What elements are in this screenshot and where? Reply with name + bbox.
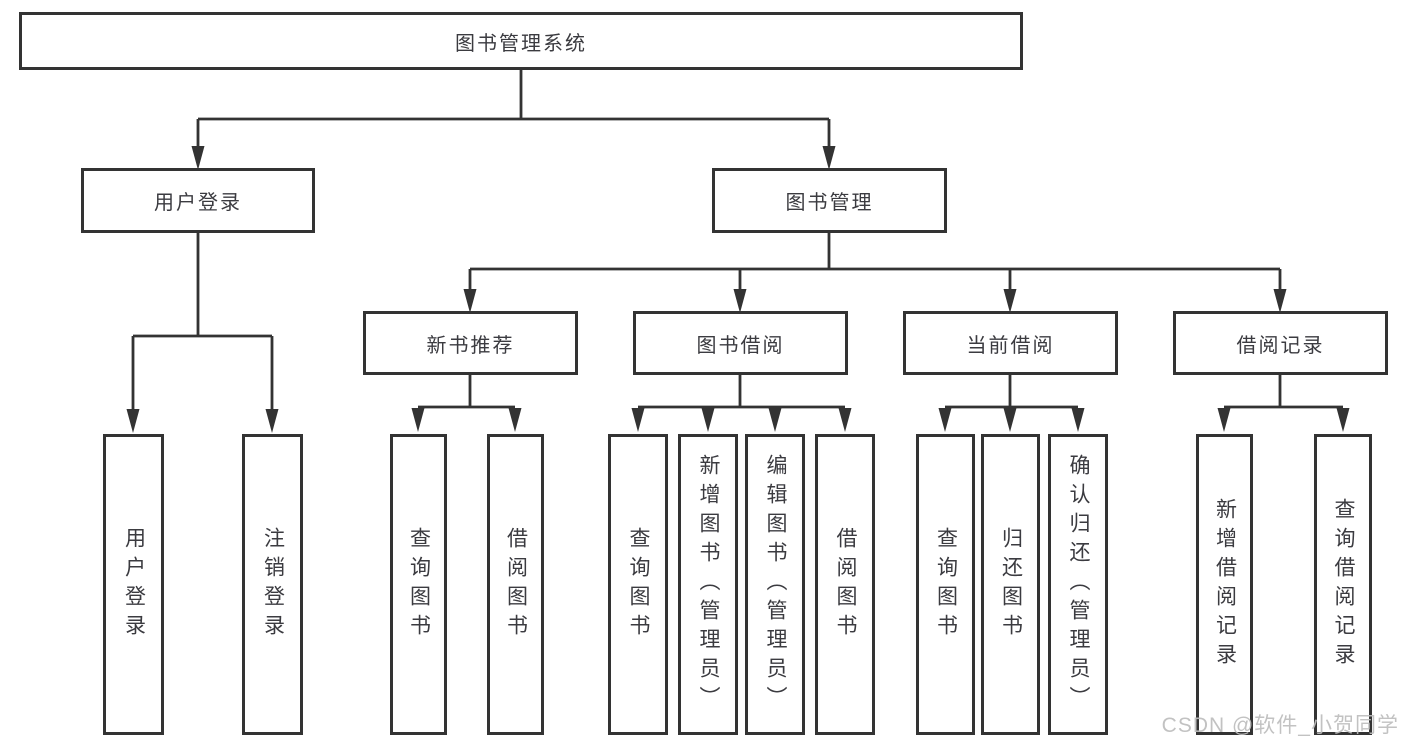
leaf-add-borrow-record: 新增借阅记录 xyxy=(1196,434,1253,735)
leaf-label: 借阅图书 xyxy=(834,526,857,643)
node-user-login: 用户登录 xyxy=(81,168,315,233)
leaf-label: 查询图书 xyxy=(407,526,431,643)
arrowhead-icon xyxy=(463,289,477,313)
leaf-label: 查询借阅记录 xyxy=(1332,497,1355,672)
arrowhead-icon xyxy=(1336,408,1350,432)
arrowhead-icon xyxy=(191,146,205,170)
leaf-label: 归还图书 xyxy=(999,526,1023,643)
node-current-borrowing: 当前借阅 xyxy=(903,311,1118,375)
leaf-label: 注销登录 xyxy=(261,526,285,643)
leaf-label: 确认归还（管理员） xyxy=(1067,454,1090,715)
leaf-label: 查询图书 xyxy=(934,526,958,643)
arrowhead-icon xyxy=(838,408,852,432)
leaf-label: 新增借阅记录 xyxy=(1213,497,1237,672)
leaf-label: 借阅图书 xyxy=(504,526,528,643)
node-book-management: 图书管理 xyxy=(712,168,947,233)
leaf-label: 用户登录 xyxy=(122,526,146,643)
leaf-label: 查询图书 xyxy=(627,526,650,643)
node-borrowing-records: 借阅记录 xyxy=(1173,311,1388,375)
leaf-add-book-admin: 新增图书（管理员） xyxy=(678,434,738,735)
arrowhead-icon xyxy=(1071,408,1085,432)
arrowhead-icon xyxy=(701,408,715,432)
leaf-borrow-books-borrowing: 借阅图书 xyxy=(815,434,875,735)
node-book-borrowing: 图书借阅 xyxy=(633,311,848,375)
arrowhead-icon xyxy=(265,409,279,433)
arrowhead-icon xyxy=(938,408,952,432)
arrowhead-icon xyxy=(1003,289,1017,313)
leaf-confirm-return-admin: 确认归还（管理员） xyxy=(1048,434,1108,735)
arrowhead-icon xyxy=(768,408,782,432)
connector-path xyxy=(131,70,1343,410)
arrowhead-icon xyxy=(631,408,645,432)
leaf-label: 新增图书（管理员） xyxy=(697,454,720,715)
leaf-return-books: 归还图书 xyxy=(981,434,1040,735)
node-new-book-recommendation: 新书推荐 xyxy=(363,311,578,375)
leaf-query-books-current: 查询图书 xyxy=(916,434,975,735)
arrowhead-icon xyxy=(1003,408,1017,432)
csdn-watermark: CSDN @软件_小贺同学 xyxy=(1161,714,1399,737)
leaf-user-login: 用户登录 xyxy=(103,434,164,735)
leaf-label: 编辑图书（管理员） xyxy=(764,454,787,715)
leaf-edit-book-admin: 编辑图书（管理员） xyxy=(745,434,805,735)
leaf-borrow-books-recommend: 借阅图书 xyxy=(487,434,544,735)
arrowhead-icon xyxy=(822,146,836,170)
leaf-query-books-borrowing: 查询图书 xyxy=(608,434,668,735)
arrowhead-icon xyxy=(411,408,425,432)
arrowhead-icon xyxy=(126,409,140,433)
arrowhead-icon xyxy=(1273,289,1287,313)
leaf-logout: 注销登录 xyxy=(242,434,303,735)
node-library-management-system: 图书管理系统 xyxy=(19,12,1023,70)
arrowhead-icon xyxy=(733,289,747,313)
leaf-query-books-recommend: 查询图书 xyxy=(390,434,447,735)
leaf-query-borrow-record: 查询借阅记录 xyxy=(1314,434,1372,735)
arrowhead-icon xyxy=(1217,408,1231,432)
arrowhead-icon xyxy=(508,408,522,432)
